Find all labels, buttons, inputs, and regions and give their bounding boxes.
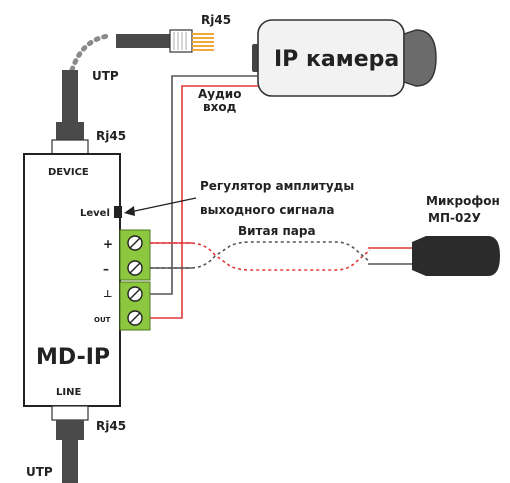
device-name-label: MD-IP [36, 345, 110, 370]
utp-bottom-label: UTP [26, 465, 53, 479]
terminal-ground-label: ⊥ [103, 289, 112, 300]
arrow-icon [124, 197, 197, 216]
utp-top-label: UTP [92, 69, 119, 83]
twisted-pair-wires [150, 241, 412, 271]
rj45-device-label: Rj45 [96, 129, 126, 143]
terminal-plus-label: + [103, 237, 113, 251]
md-ip-device [23, 153, 122, 407]
screw-icon[interactable] [127, 310, 143, 326]
ip-camera-label: IP камера [274, 47, 399, 72]
line-label: LINE [56, 387, 81, 398]
level-label: Level [80, 208, 110, 219]
utp-cable-top [62, 33, 170, 122]
twisted-pair-label: Витая пара [238, 224, 316, 238]
regulator-label-line1: Регулятор амплитуды [200, 179, 354, 193]
screw-icon[interactable] [127, 235, 143, 251]
ip-camera [252, 19, 437, 97]
microphone-label-line2: МП-02У [428, 211, 481, 225]
screw-icon[interactable] [127, 260, 143, 276]
rj45-top-connector [169, 29, 214, 53]
terminal-minus-label: – [103, 262, 109, 276]
rj45-top-label: Rj45 [201, 13, 231, 27]
device-label: DEVICE [48, 167, 89, 178]
rj45-line-label: Rj45 [96, 419, 126, 433]
rj45-line-connector [51, 405, 89, 483]
level-knob[interactable] [114, 206, 122, 218]
regulator-label-line2: выходного сигнала [200, 203, 334, 217]
audio-input-label-line1: Аудио [198, 87, 241, 101]
camera-audio-wires [150, 75, 258, 319]
microphone [412, 236, 500, 276]
screw-icon[interactable] [127, 286, 143, 302]
rj45-device-connector [51, 122, 89, 155]
terminal-block [119, 229, 151, 331]
audio-input-label-line2: вход [203, 100, 237, 114]
terminal-out-label: OUT [94, 316, 111, 324]
rj45-gold-contacts [192, 33, 214, 51]
microphone-label-line1: Микрофон [426, 194, 500, 208]
